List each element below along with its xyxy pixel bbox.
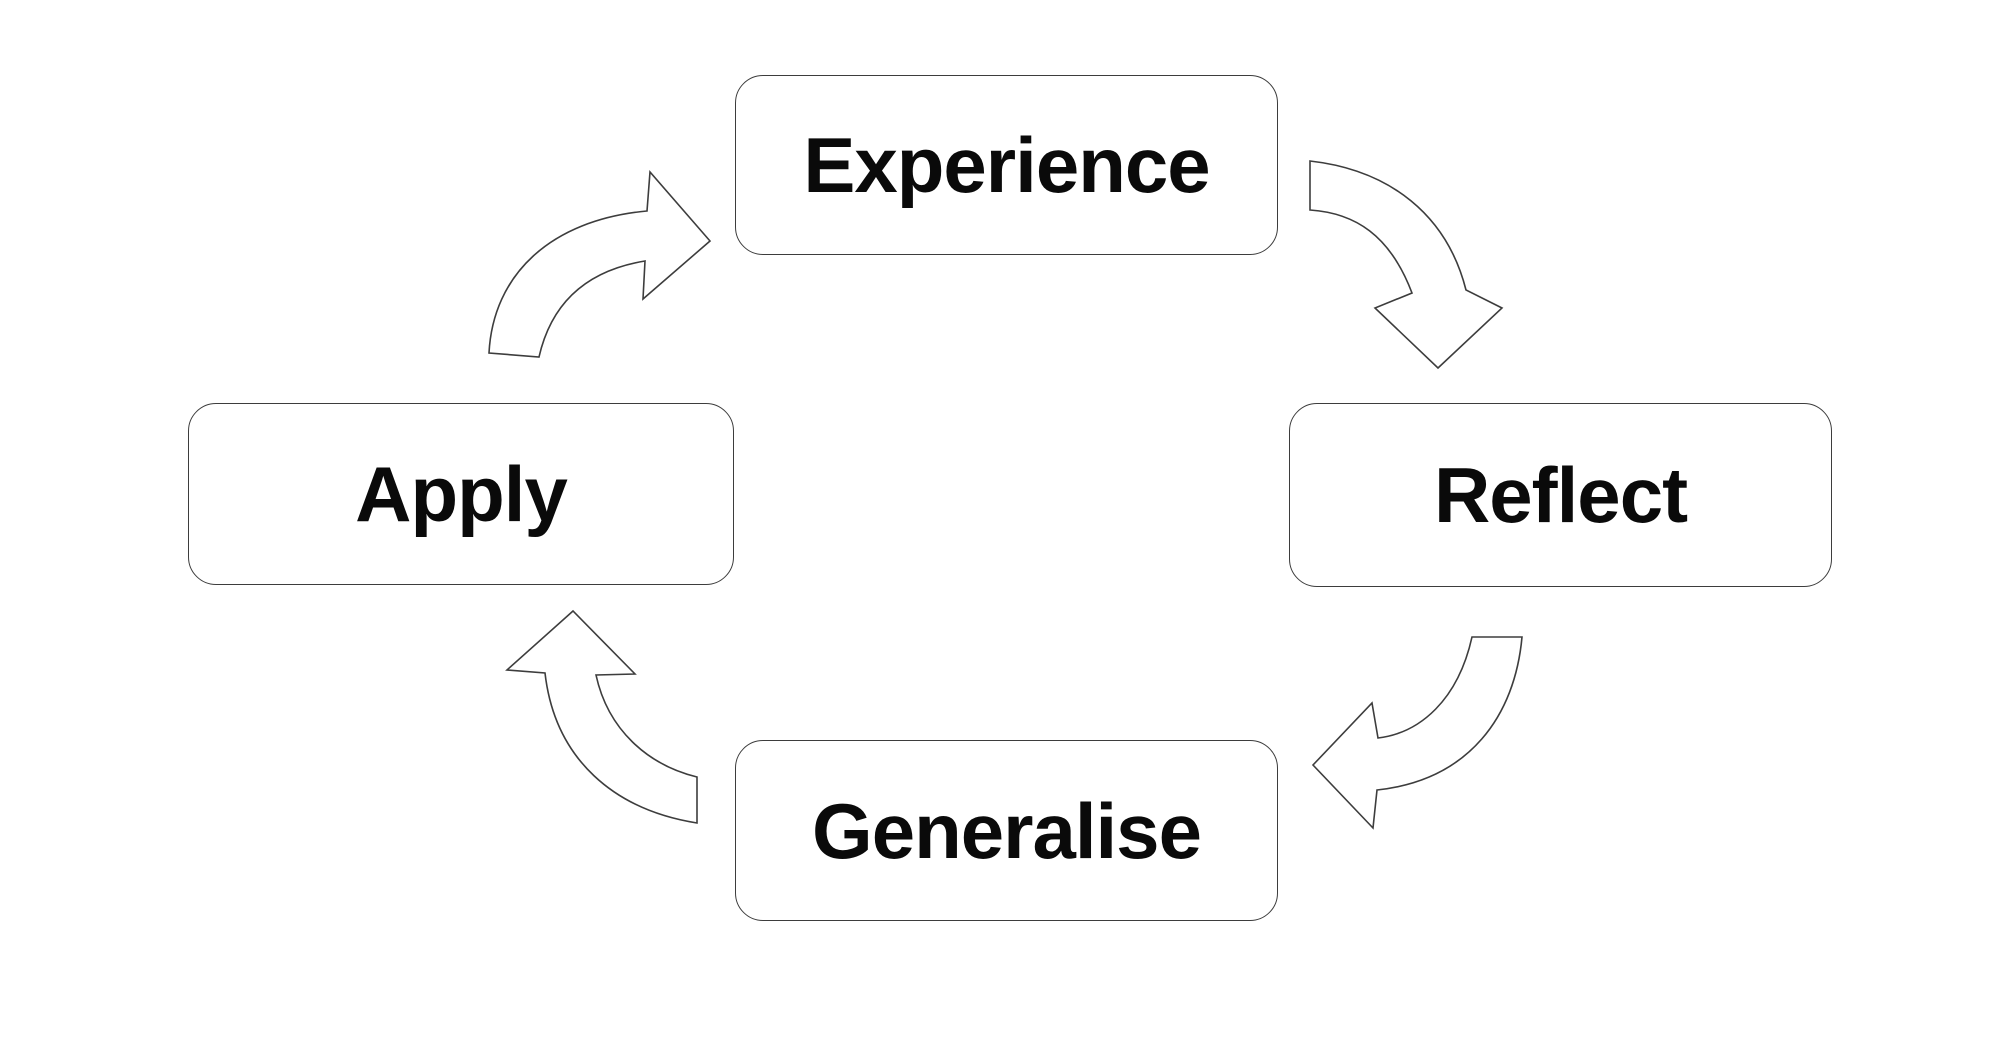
- node-experience: Experience: [735, 75, 1278, 255]
- node-reflect-label: Reflect: [1433, 451, 1688, 539]
- node-experience-label: Experience: [803, 121, 1210, 209]
- arrow-experience-to-reflect-icon: [1309, 160, 1504, 370]
- node-reflect: Reflect: [1289, 403, 1832, 587]
- node-generalise-label: Generalise: [812, 786, 1202, 875]
- node-apply: Apply: [188, 403, 734, 585]
- arrow-generalise-to-apply-icon: [505, 609, 698, 824]
- arrow-reflect-to-generalise-icon: [1311, 636, 1523, 830]
- arrow-apply-to-experience-icon: [488, 170, 712, 358]
- node-apply-label: Apply: [355, 450, 568, 538]
- node-generalise: Generalise: [735, 740, 1278, 921]
